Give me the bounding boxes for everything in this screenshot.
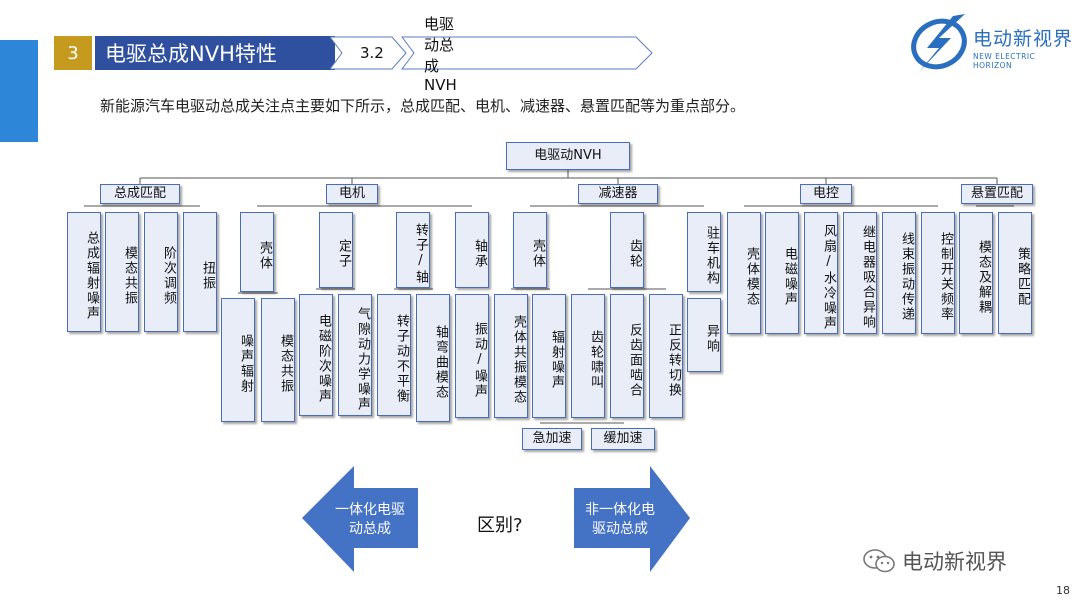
tree-leaf: 转子动不平衡 — [377, 294, 411, 416]
tree-leaf: 策略匹配 — [998, 212, 1032, 334]
tree-node: 驻车机构 — [687, 212, 721, 292]
tree-root: 电驱动NVH — [506, 142, 630, 170]
tree-leaf: 继电器吸合异响 — [843, 212, 877, 334]
tree-leaf: 阶次调频 — [144, 212, 178, 332]
tree-node: 壳体 — [240, 212, 274, 292]
tree-leaf: 正反转切换 — [649, 294, 683, 418]
tree-leaf: 缓加速 — [591, 428, 655, 450]
brand-logo: 电动新视界 NEW ELECTRIC HORIZON — [905, 14, 1075, 74]
logo-name-cn: 电动新视界 — [973, 28, 1074, 50]
category-node: 总成匹配 — [100, 184, 180, 204]
tree-leaf: 反齿面啮合 — [610, 294, 644, 418]
left-arrow-label: 一体化电驱动总成 — [335, 502, 405, 537]
tree-leaf: 轴弯曲模态 — [416, 294, 450, 422]
tree-leaf: 电磁阶次噪声 — [299, 294, 333, 416]
right-arrow-shape — [574, 466, 690, 572]
tree-node: 转子/轴 — [396, 212, 430, 288]
right-arrow-label: 非一体化电驱动总成 — [585, 502, 655, 537]
tree-leaf: 壳体模态 — [727, 212, 761, 334]
category-node: 电控 — [800, 184, 852, 204]
category-node: 悬置匹配 — [961, 184, 1033, 204]
tree-leaf: 辐射噪声 — [532, 294, 566, 418]
intro-text: 新能源汽车电驱动总成关注点主要如下所示，总成匹配、电机、减速器、悬置匹配等为重点… — [100, 97, 746, 115]
left-arrow-shape — [302, 466, 418, 572]
lightning-globe-icon — [911, 14, 967, 72]
tree-leaf: 风扇/水冷噪声 — [804, 212, 838, 334]
wechat-icon — [863, 549, 895, 573]
tree-leaf: 控制开关频率 — [921, 212, 955, 334]
tree-leaf: 模态及解耦 — [959, 212, 993, 334]
page-number: 18 — [1056, 584, 1070, 597]
tree-node: 齿轮 — [610, 212, 644, 288]
logo-name-en: NEW ELECTRIC HORIZON — [973, 52, 1036, 70]
tree-leaf: 模态共振 — [261, 298, 295, 422]
tree-leaf: 电磁噪声 — [765, 212, 799, 334]
tree-node: 定子 — [319, 212, 353, 288]
tree-node: 壳体 — [513, 212, 547, 288]
breadcrumb-chevrons — [330, 36, 653, 70]
tree-leaf: 线束振动传递 — [882, 212, 916, 334]
tree-leaf: 总成辐射噪声 — [67, 212, 101, 332]
tree-leaf: 壳体共振模态 — [494, 294, 528, 418]
tree-leaf: 扭振 — [183, 212, 217, 332]
tree-leaf: 模态共振 — [105, 212, 139, 332]
section-title: 电驱总成NVH特性 — [95, 36, 335, 70]
category-node: 减速器 — [578, 184, 658, 204]
tree-leaf: 气隙动力学噪声 — [338, 294, 372, 416]
tree-leaf: 噪声辐射 — [221, 298, 255, 422]
side-accent-bar — [0, 40, 38, 142]
tree-node: 轴承 — [455, 212, 489, 288]
wechat-watermark: 电动新视界 — [862, 546, 1007, 576]
tree-leaf: 急加速 — [522, 428, 582, 450]
tree-connectors — [84, 170, 1014, 424]
category-node: 电机 — [326, 184, 378, 204]
tree-leaf: 振动/噪声 — [455, 294, 489, 418]
crumb-number: 3.2 — [360, 44, 384, 62]
wechat-name: 电动新视界 — [902, 550, 1007, 574]
tree-node: 齿轮啸叫 — [571, 294, 605, 418]
tree-leaf: 异响 — [687, 298, 721, 372]
difference-question: 区别? — [477, 515, 523, 536]
section-number: 3 — [54, 36, 92, 70]
